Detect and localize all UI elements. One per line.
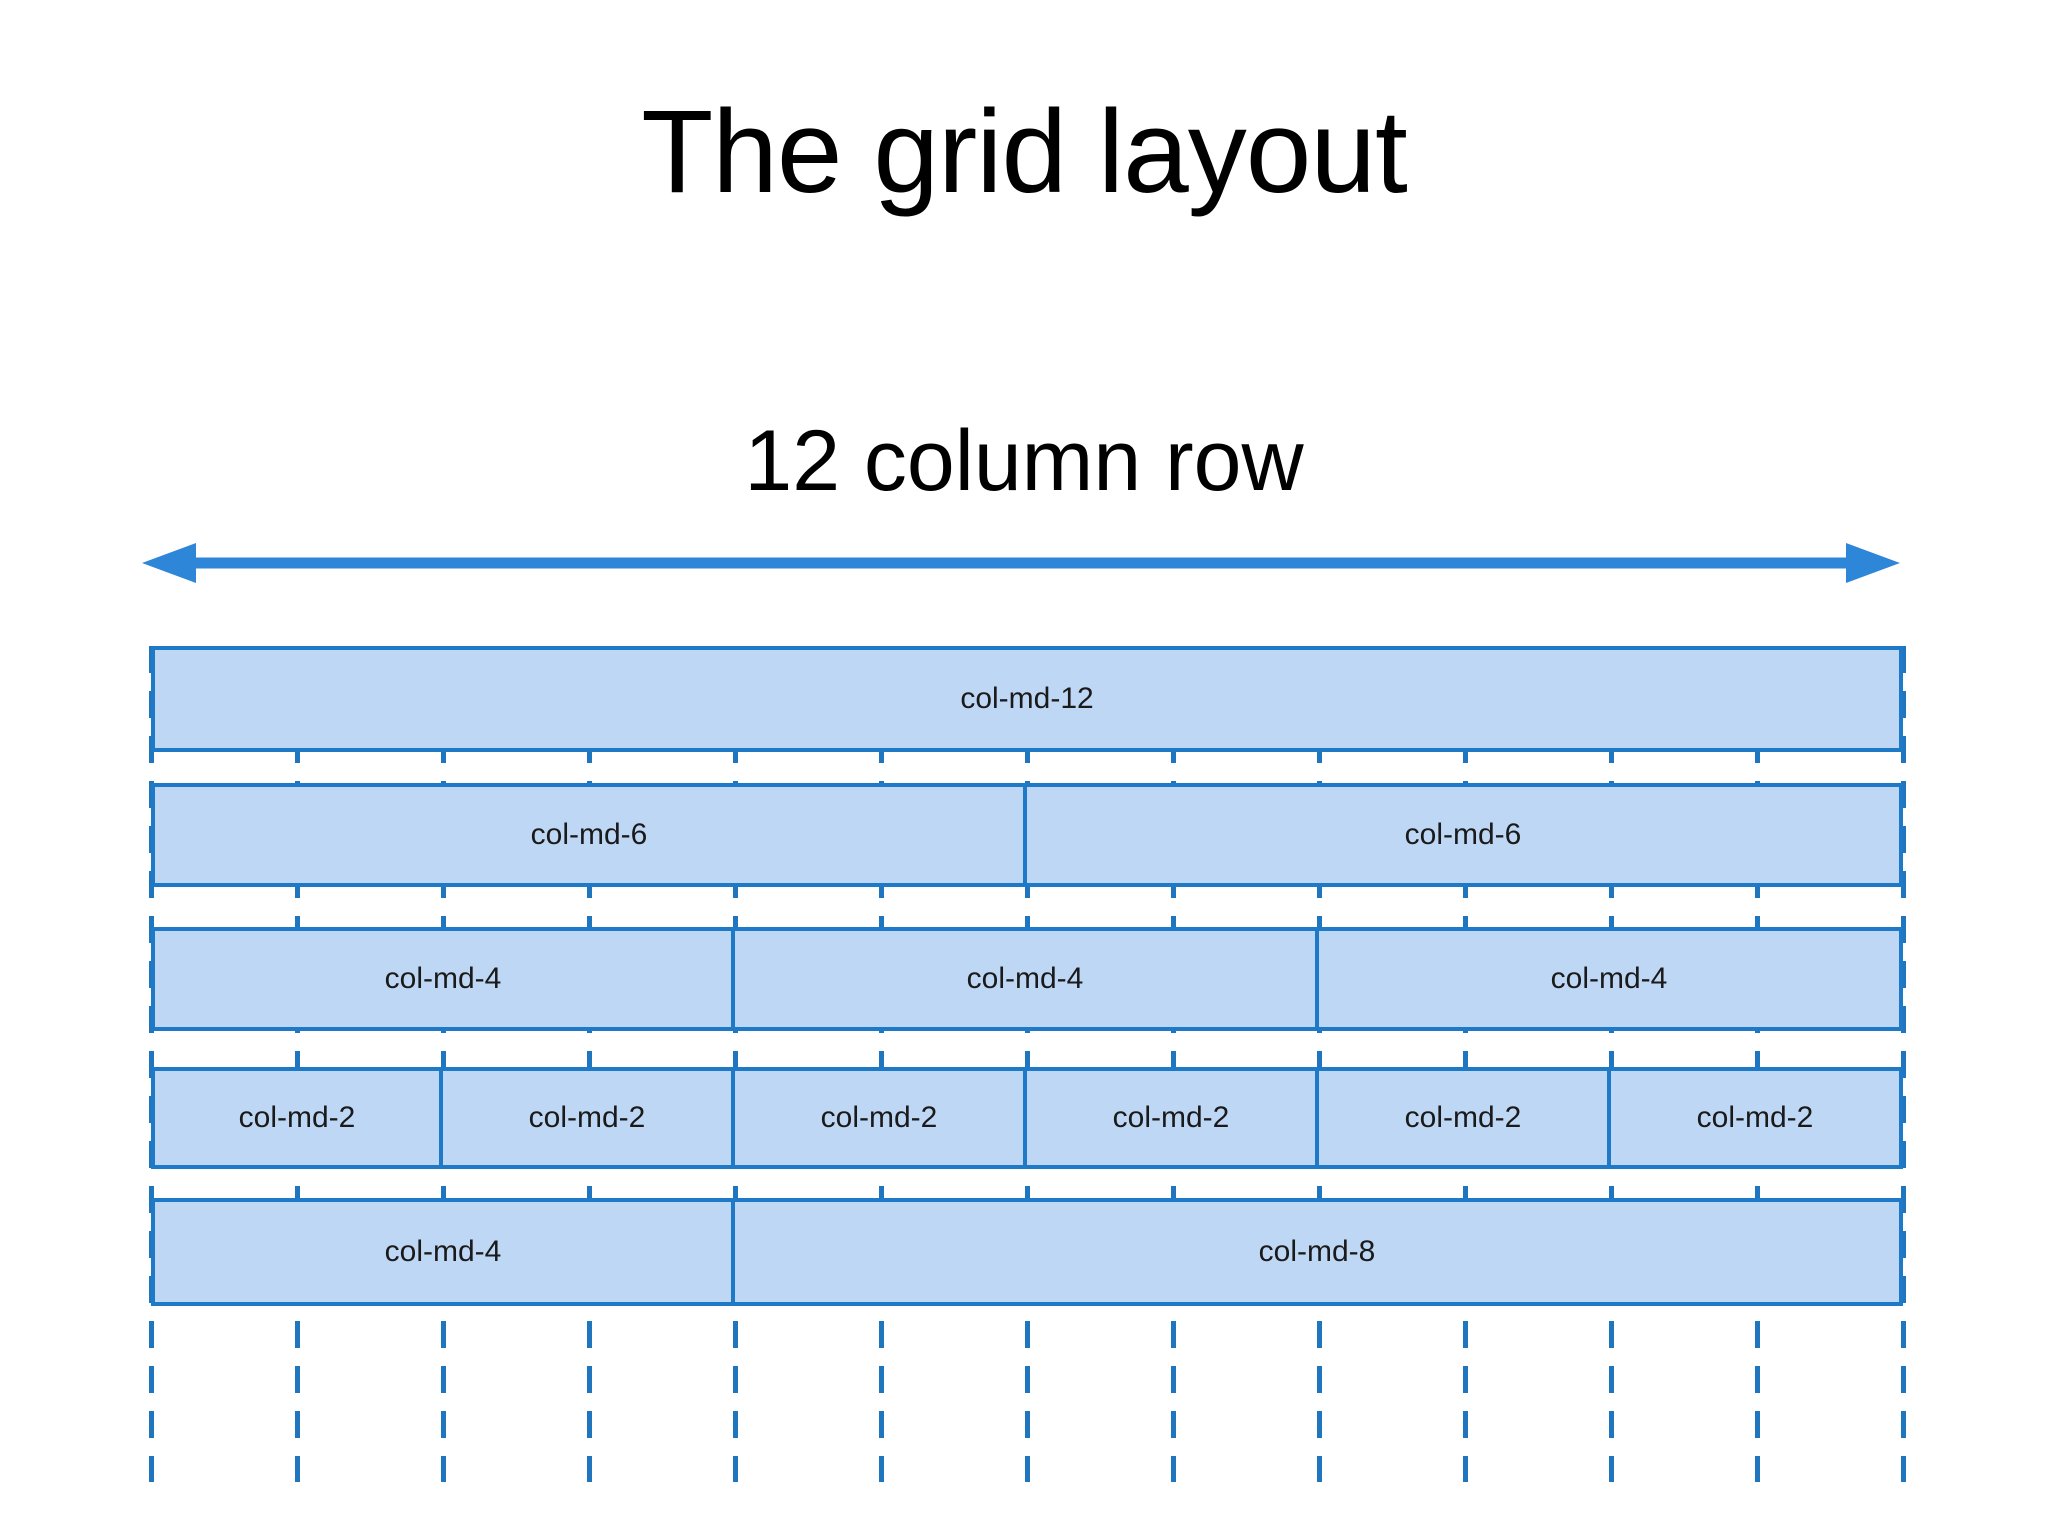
column-dash-line	[149, 646, 154, 1482]
double-headed-arrow-icon	[142, 543, 1900, 583]
twelve-column-row-label: 12 column row	[744, 413, 1304, 509]
column-dash-line	[733, 646, 738, 1482]
grid-cell: col-md-2	[1315, 1067, 1611, 1169]
grid-cell: col-md-2	[731, 1067, 1027, 1169]
column-dash-line	[1609, 646, 1614, 1482]
grid-cell-label: col-md-2	[820, 1101, 938, 1134]
grid-cell-label: col-md-2	[1696, 1101, 1814, 1134]
column-dash-line	[879, 646, 884, 1482]
grid-cell-label: col-md-2	[1404, 1101, 1522, 1134]
grid-cell-label: col-md-8	[1258, 1235, 1376, 1268]
grid-cell: col-md-8	[731, 1198, 1903, 1306]
grid-cell: col-md-2	[151, 1067, 443, 1169]
page-title: The grid layout	[641, 86, 1408, 218]
column-dash-line	[441, 646, 446, 1482]
grid-cell-label: col-md-2	[1112, 1101, 1230, 1134]
grid-cell: col-md-4	[1315, 927, 1903, 1031]
grid-cell-label: col-md-6	[530, 818, 648, 851]
row-width-arrow	[140, 541, 1902, 585]
grid-cell: col-md-6	[151, 783, 1027, 887]
grid-cell-label: col-md-4	[966, 962, 1084, 995]
column-dash-line	[1901, 646, 1906, 1482]
column-dash-line	[1755, 646, 1760, 1482]
column-dash-line	[587, 646, 592, 1482]
grid-cell: col-md-4	[151, 927, 735, 1031]
grid-cell: col-md-6	[1023, 783, 1903, 887]
twelve-column-grid: col-md-12 col-md-6 col-md-6 col-md-4 col-md-…	[149, 646, 1906, 1484]
grid-cell: col-md-4	[731, 927, 1319, 1031]
grid-cell-label: col-md-4	[384, 962, 502, 995]
grid-cell: col-md-2	[439, 1067, 735, 1169]
column-dash-line	[1025, 646, 1030, 1482]
grid-cell-label: col-md-2	[238, 1101, 356, 1134]
grid-cell-label: col-md-4	[1550, 962, 1668, 995]
grid-cell-label: col-md-2	[528, 1101, 646, 1134]
grid-cell: col-md-4	[151, 1198, 735, 1306]
grid-cell: col-md-2	[1023, 1067, 1319, 1169]
grid-cell: col-md-2	[1607, 1067, 1903, 1169]
grid-cell: col-md-12	[151, 646, 1903, 752]
column-dash-line	[1463, 646, 1468, 1482]
column-dash-line	[1317, 646, 1322, 1482]
grid-cell-label: col-md-4	[384, 1235, 502, 1268]
column-dash-line	[1171, 646, 1176, 1482]
grid-cell-label: col-md-6	[1404, 818, 1522, 851]
grid-cell-label: col-md-12	[960, 682, 1094, 715]
column-dash-line	[295, 646, 300, 1482]
